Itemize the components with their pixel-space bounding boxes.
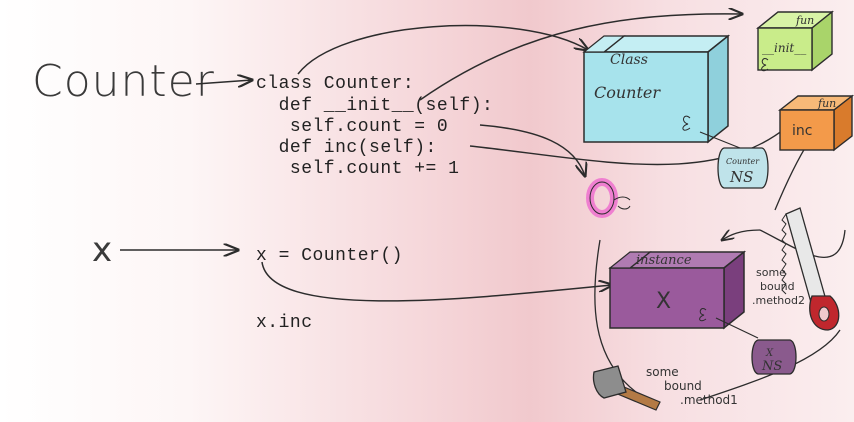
bound-method1-line1: some bbox=[646, 365, 679, 379]
zero-value bbox=[586, 178, 631, 218]
x-ns-line2: NS bbox=[761, 359, 782, 374]
init-name-label: __init__ bbox=[762, 41, 806, 55]
saw-icon bbox=[781, 207, 840, 331]
code-line-def-init: def __init__(self): bbox=[256, 96, 494, 116]
bound-method1-line3: .method1 bbox=[680, 393, 738, 407]
arrow-init-to-fun bbox=[419, 14, 742, 101]
arrow-inc-to-fun bbox=[469, 119, 796, 166]
arrow-count-to-zero bbox=[479, 124, 585, 176]
init-fun-box: fun __init__ bbox=[756, 10, 834, 72]
init-kind-label: fun bbox=[795, 14, 814, 27]
arrow-counter-to-class bbox=[195, 80, 252, 84]
arrow-class-to-class-box bbox=[297, 24, 588, 75]
code-line-self-count: self.count = 0 bbox=[256, 117, 449, 137]
code-line-increment: self.count += 1 bbox=[256, 159, 460, 179]
x-ns-tag: X NS bbox=[715, 317, 797, 375]
code-line-def-inc: def inc(self): bbox=[256, 138, 437, 158]
ribbon-icon bbox=[682, 58, 769, 322]
code-line-class: class Counter: bbox=[256, 74, 415, 94]
instance-kind-label: instance bbox=[636, 253, 692, 268]
instance-name-label: X bbox=[656, 289, 671, 314]
code-line-access: x.inc bbox=[256, 313, 313, 333]
counter-ns-line1: Counter bbox=[726, 157, 760, 166]
x-label: x bbox=[92, 230, 113, 270]
bound-method2-line2: bound bbox=[760, 280, 795, 293]
inc-fun-box: fun inc bbox=[777, 94, 854, 152]
x-ns-line1: X bbox=[765, 348, 774, 359]
arrow-instantiate-to-instance bbox=[261, 261, 612, 302]
counter-ns-line2: NS bbox=[729, 168, 753, 186]
instance-box: instance X bbox=[608, 250, 747, 330]
counter-label: Counter bbox=[32, 56, 215, 107]
class-box: Class Counter bbox=[582, 34, 731, 144]
bound-method2-line3: .method2 bbox=[752, 294, 805, 307]
class-kind-label: Class bbox=[610, 52, 648, 68]
hammer-icon bbox=[592, 365, 661, 411]
inc-kind-label: fun bbox=[817, 97, 836, 110]
inc-name-label: inc bbox=[792, 123, 812, 139]
bound-method2-line1: some bbox=[756, 266, 786, 279]
arrow-instance-up bbox=[722, 229, 761, 240]
counter-ns-tag: Counter NS bbox=[699, 131, 769, 189]
bound-method1-line2: bound bbox=[664, 379, 702, 393]
code-line-instantiate: x = Counter() bbox=[256, 246, 403, 266]
class-name-label: Counter bbox=[594, 83, 661, 102]
